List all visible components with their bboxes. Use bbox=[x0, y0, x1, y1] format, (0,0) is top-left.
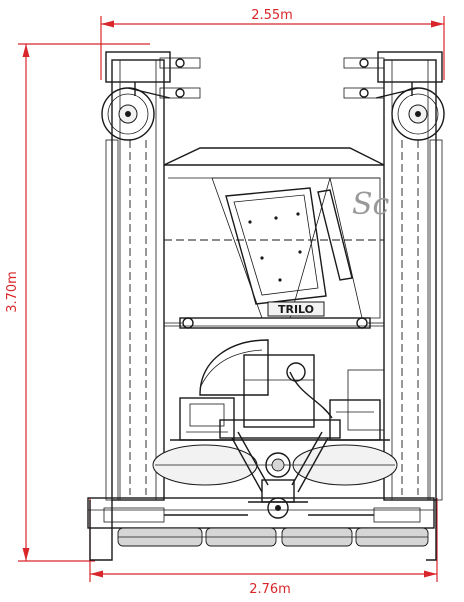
left-control-box bbox=[179, 397, 235, 441]
bottom-width-dimension: 2.76m bbox=[89, 498, 438, 597]
hopper-panel bbox=[163, 147, 385, 327]
left-caster-wheel bbox=[101, 87, 171, 141]
height-dimension: 3.70m bbox=[5, 43, 150, 562]
right-top-hinge bbox=[343, 51, 443, 99]
suspension-arms bbox=[231, 431, 329, 493]
manufacturer-logo-fragment: Sc bbox=[352, 187, 390, 222]
right-side-wheel bbox=[426, 500, 437, 561]
lift-beam bbox=[164, 317, 384, 329]
bottom-width-label: 2.76m bbox=[249, 582, 291, 597]
ground-brush-segments bbox=[117, 527, 429, 547]
brand-plate-text: TRILO bbox=[278, 303, 314, 316]
cross-member bbox=[170, 419, 390, 441]
top-width-dimension: 2.55m bbox=[100, 8, 445, 80]
left-side-wheel bbox=[89, 500, 113, 561]
machine-body: Sc TRILO bbox=[87, 51, 445, 561]
center-hitch bbox=[248, 452, 308, 519]
brand-plate: TRILO bbox=[267, 301, 325, 317]
right-frame-column bbox=[383, 59, 443, 501]
top-width-label: 2.55m bbox=[251, 8, 293, 23]
height-label: 3.70m bbox=[5, 271, 20, 313]
left-frame-column bbox=[105, 59, 165, 501]
right-caster-wheel bbox=[375, 87, 445, 141]
access-door bbox=[225, 187, 327, 305]
engine-block bbox=[243, 354, 333, 428]
fan-housing bbox=[199, 339, 269, 396]
inspection-slot bbox=[317, 189, 353, 281]
